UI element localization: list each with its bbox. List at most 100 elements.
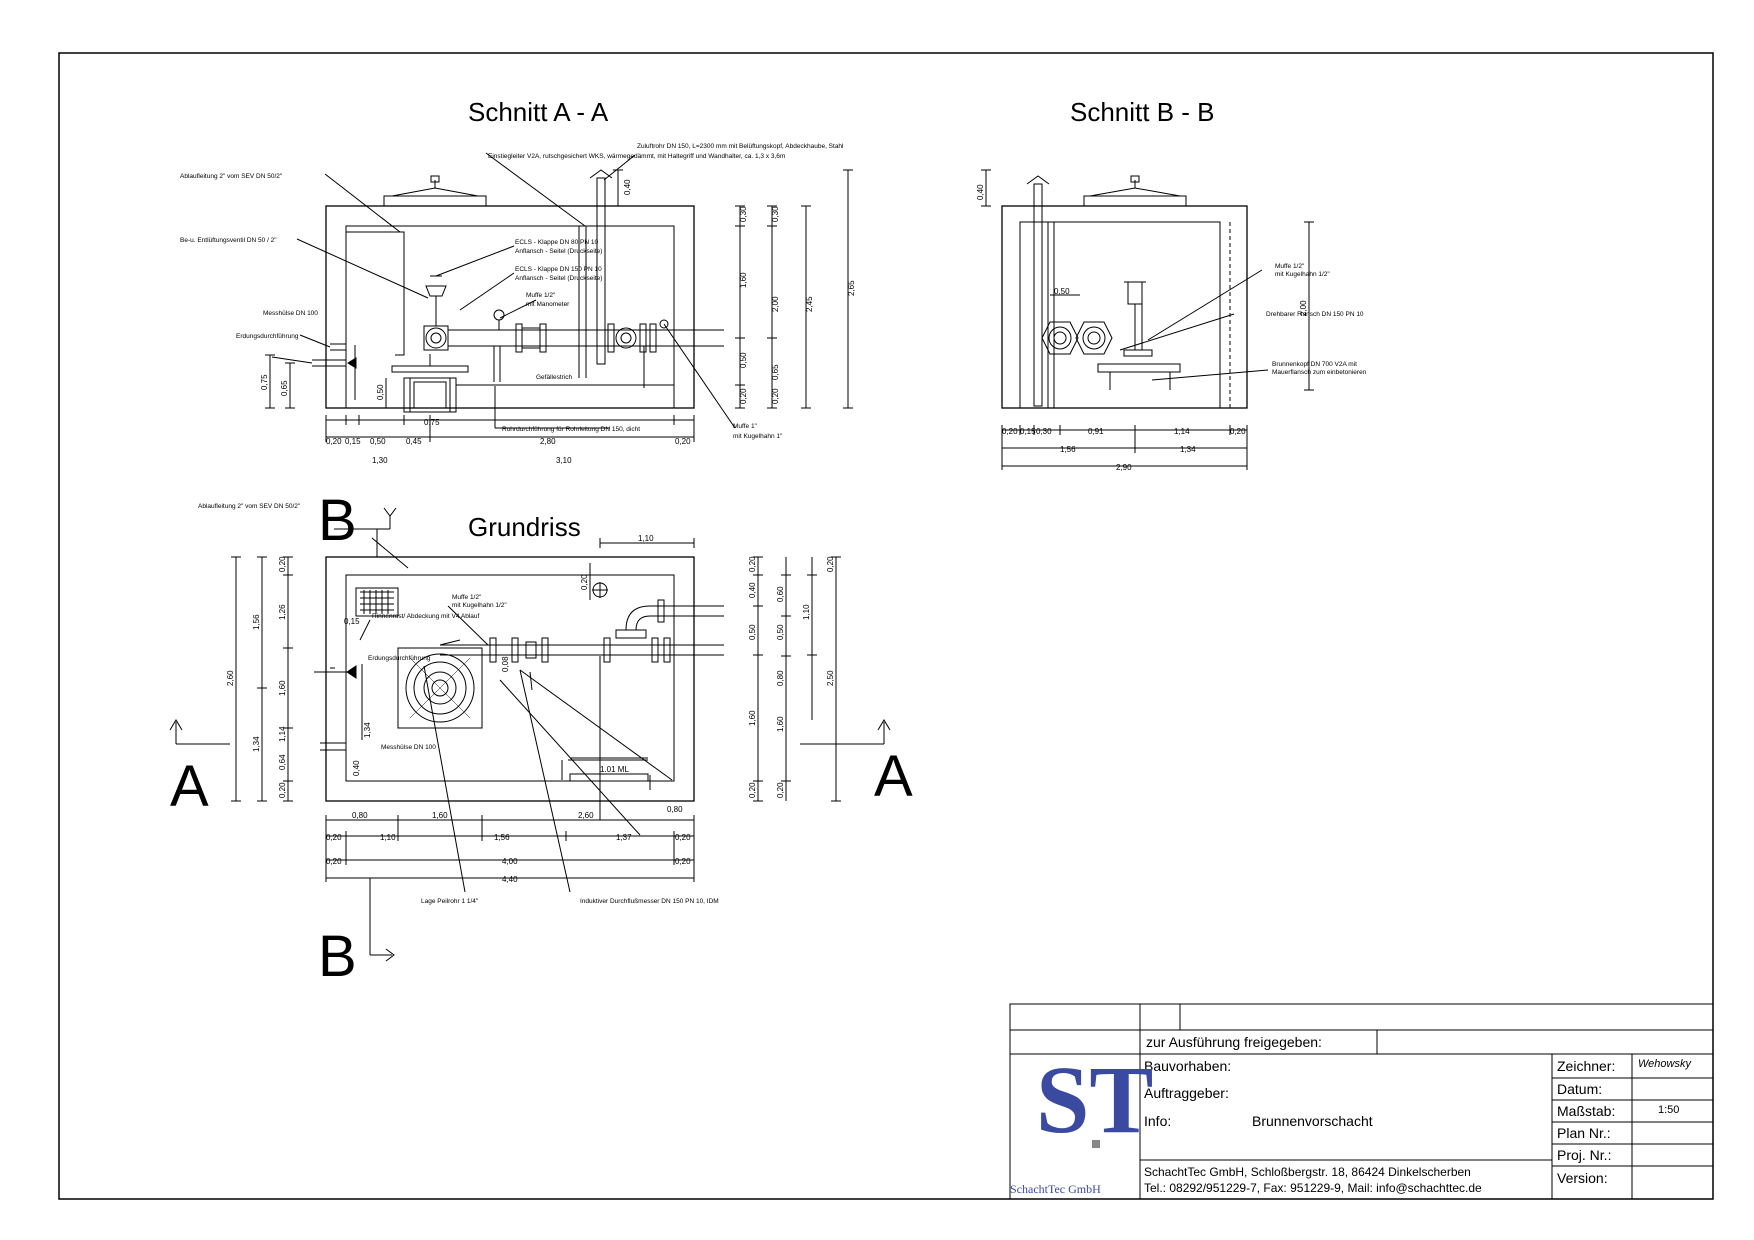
- note-pipe-through: Messhülse DN 100: [263, 310, 318, 317]
- note-ladder: Einstiegleiter V2A, rutschgesichert WKS,…: [488, 153, 785, 160]
- dim-plan-c4: 1,37: [616, 833, 632, 842]
- dim-plan-e1: 0,20: [326, 857, 342, 866]
- dim-plan-l8: 0,64: [278, 754, 287, 770]
- project-label: Bauvorhaben:: [1144, 1058, 1232, 1074]
- dim-aa-h1: 0,75: [260, 374, 269, 390]
- dim-aa-v8: 0,40: [623, 179, 632, 195]
- dim-plan-r10: 0,20: [776, 782, 785, 798]
- logo-mark: ST: [1036, 1046, 1154, 1153]
- plan-note-grid: Rinnenrost/ Abdeckung mit V4 Ablauf: [372, 613, 480, 620]
- dim-aa-v6: 2,45: [805, 296, 814, 312]
- dim-aa-v1b: 0,30: [771, 206, 780, 222]
- dim-bb-b: 0,15: [1020, 427, 1036, 436]
- contact-line: Tel.: 08292/951229-7, Fax: 951229-9, Mai…: [1144, 1181, 1482, 1195]
- marker-a-left: A: [170, 754, 209, 819]
- dim-plan-r5: 0,20: [748, 782, 757, 798]
- dim-plan-b1: 0,80: [352, 811, 368, 820]
- row-label-scale: Maßstab:: [1557, 1103, 1616, 1119]
- row-value-drawer: Wehowsky: [1638, 1058, 1691, 1070]
- dim-aa-t2: 3,10: [556, 456, 572, 465]
- logo-dot-icon: [1092, 1140, 1100, 1148]
- dim-bb-total: 2,90: [1116, 463, 1132, 472]
- dim-plan-total: 4,40: [502, 875, 518, 884]
- dim-plan-b4: 0,80: [667, 805, 683, 814]
- marker-a-right: A: [874, 744, 913, 809]
- dim-plan-top: 1,10: [638, 534, 654, 543]
- row-value-scale: 1:50: [1658, 1104, 1680, 1116]
- title-block: [1009, 1003, 1714, 1200]
- dim-plan-l9: 0,20: [278, 782, 287, 798]
- dim-bb-height: 2,00: [1299, 300, 1308, 316]
- section-aa-title: Schnitt A - A: [468, 97, 609, 127]
- note-sleeve: Muffe 1/2": [526, 292, 556, 299]
- note-vent: Be-u. Entlüftungsventil DN 50 / 2": [180, 237, 277, 244]
- dim-bb-g: 1,56: [1060, 445, 1076, 454]
- dim-aa-d3: 0,50: [370, 437, 386, 446]
- dim-aa-h4: 0,65: [771, 364, 780, 380]
- plan-note-ground: Erdungsdurchführung: [368, 655, 431, 662]
- note-sleeve1: Muffe 1": [733, 423, 758, 430]
- dim-bb-e: 1,14: [1174, 427, 1190, 436]
- dim-plan-l2: 1,56: [252, 614, 261, 630]
- dim-aa-d1: 0,20: [326, 437, 342, 446]
- note-overflow: Ablaufleitung 2" vom SEV DN 50/2": [180, 173, 283, 180]
- dim-aa-t1: 1,30: [372, 456, 388, 465]
- info-label: Info:: [1144, 1113, 1172, 1129]
- note-pipe-wall: Rohrdurchführung für Rohrleitung DN 150,…: [502, 426, 640, 433]
- note-bb-sleeve: Muffe 1/2": [1275, 263, 1305, 270]
- dim-plan-r7: 0,50: [776, 624, 785, 640]
- dim-plan-x3: 0,40: [352, 760, 361, 776]
- note-vent-pipe: Zuluftrohr DN 150, L=2300 mm mit Belüftu…: [637, 143, 844, 150]
- dim-plan-c3: 1,56: [494, 833, 510, 842]
- row-label-plan: Plan Nr.:: [1557, 1125, 1611, 1141]
- sheet-border: [58, 52, 1714, 1200]
- info-value: Brunnenvorschacht: [1252, 1113, 1373, 1129]
- plan-title: Grundriss: [468, 512, 581, 542]
- company-line: SchachtTec GmbH, Schloßbergstr. 18, 8642…: [1144, 1165, 1471, 1179]
- dim-plan-l5: 1,26: [278, 604, 287, 620]
- dim-plan-x4: 1,34: [363, 722, 372, 738]
- marker-b-bottom: B: [318, 924, 357, 989]
- dim-plan-r3: 0,50: [748, 624, 757, 640]
- dim-plan-x5: 0,08: [501, 656, 510, 672]
- plan-note-pos: Lage Peilrohr 1 1/4": [421, 898, 479, 905]
- dim-plan-e2: 4,00: [502, 857, 518, 866]
- dim-plan-r13: 0,20: [826, 556, 835, 572]
- dim-plan-c1: 0,20: [326, 833, 342, 842]
- dim-plan-r9: 1,60: [776, 716, 785, 732]
- dim-plan-l7: 1,14: [278, 726, 287, 742]
- plan-note-pipe: Messhülse DN 100: [381, 744, 436, 751]
- dim-plan-c5: 0,20: [675, 833, 691, 842]
- dim-aa-v5: 2,00: [771, 296, 780, 312]
- dim-plan-r4: 1,60: [748, 710, 757, 726]
- plan-note-ml: 1.01 ML: [600, 765, 629, 774]
- dim-bb-h: 1,34: [1180, 445, 1196, 454]
- note-ecl1: ECLS - Klappe DN 80 PN 10: [515, 239, 598, 246]
- note-bb-sleeve-b: mit Kugelhahn 1/2": [1275, 271, 1330, 278]
- note-bb-well-b: Mauerflansch zum einbetonieren: [1272, 369, 1367, 376]
- dim-aa-d2: 0,15: [345, 437, 361, 446]
- note-ground: Erdungsdurchführung: [236, 333, 299, 340]
- logo-caption: SchachtTec GmbH: [1010, 1182, 1101, 1196]
- dim-plan-r1: 0,20: [748, 556, 757, 572]
- company-logo: ST: [1030, 1052, 1153, 1162]
- dim-aa-v1: 0,30: [739, 206, 748, 222]
- dim-bb-f: 0,20: [1230, 427, 1246, 436]
- plan-note-sleeve: Muffe 1/2": [452, 594, 482, 601]
- marker-b-top: B: [318, 488, 357, 553]
- dim-plan-r8: 0,80: [776, 670, 785, 686]
- dim-plan-r6: 0,60: [776, 586, 785, 602]
- dim-bb-c: 0,30: [1036, 427, 1052, 436]
- plan-note-sleeve-b: mit Kugelhahn 1/2": [452, 602, 507, 609]
- dim-plan-l4: 0,20: [278, 556, 287, 572]
- dim-plan-b2: 1,60: [432, 811, 448, 820]
- plan-note-overflow: Ablaufleitung 2" vom SEV DN 50/2": [198, 503, 301, 510]
- section-bb-title: Schnitt B - B: [1070, 97, 1215, 127]
- dim-aa-d5: 2,80: [540, 437, 556, 446]
- dim-aa-w: 0,75: [424, 418, 440, 427]
- dim-plan-r11: 1,10: [802, 604, 811, 620]
- dim-plan-l6: 1,60: [278, 680, 287, 696]
- dim-bb-a: 0,20: [1002, 427, 1018, 436]
- approval-label: zur Ausführung freigegeben:: [1146, 1034, 1322, 1050]
